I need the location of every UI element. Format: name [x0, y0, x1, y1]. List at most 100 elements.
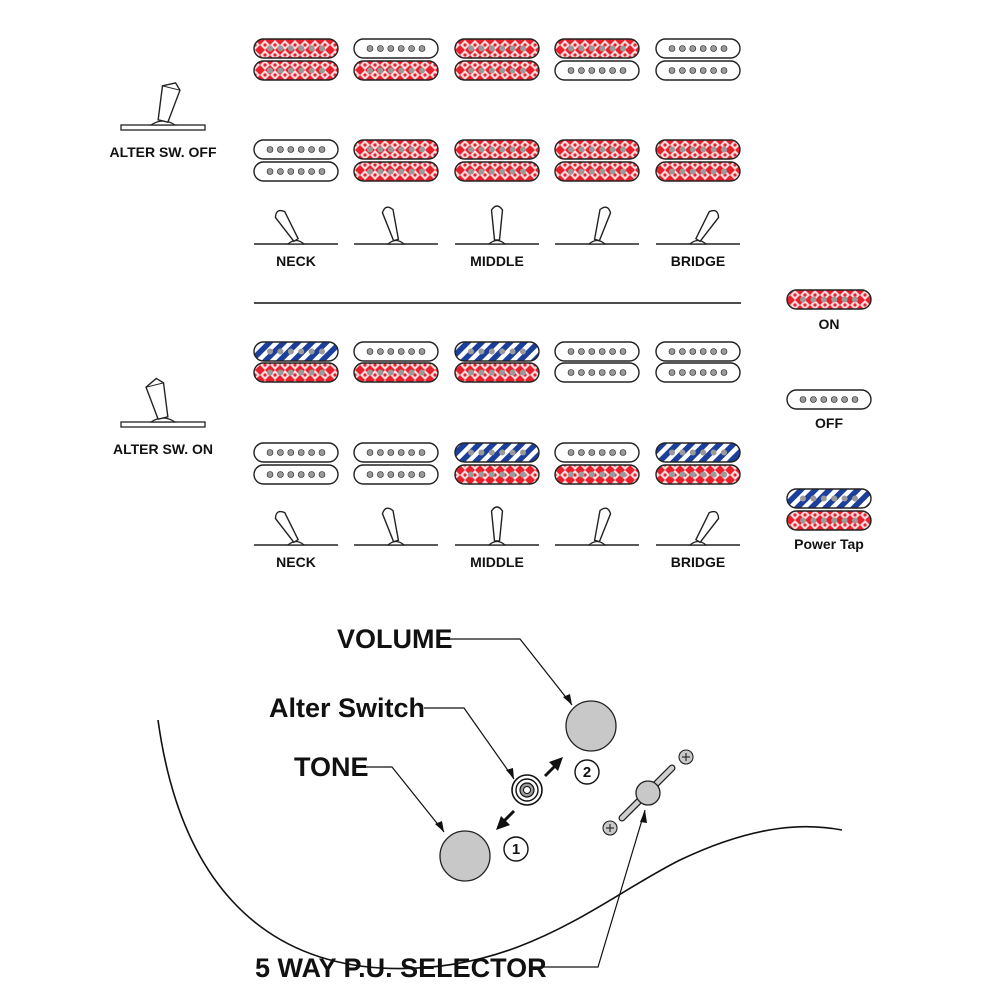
top-pickup-coil-upper	[253, 38, 339, 59]
bottom-pickup-coil-lower	[253, 161, 339, 182]
switch-position-4	[554, 38, 640, 245]
top-pickup-coil-upper	[353, 341, 439, 362]
bottom-pickup-coil-lower	[253, 464, 339, 485]
bottom-pickup-coil-lower	[353, 464, 439, 485]
top-pickup-coil-upper	[655, 341, 741, 362]
pickup-selector[interactable]	[618, 764, 676, 822]
tone-label: TONE	[294, 752, 369, 782]
alter-switch-leader-line	[424, 707, 515, 780]
alter-switch-label: Alter Switch	[269, 693, 425, 723]
alter-switch[interactable]	[511, 774, 543, 806]
step-1-number: 1	[512, 841, 520, 858]
selector-position-icon	[354, 206, 438, 245]
switch-position-1	[253, 38, 339, 245]
switch-position-2	[353, 38, 439, 245]
selector-position-icon	[656, 510, 740, 546]
tone-knob[interactable]	[439, 830, 491, 882]
arrow-step-2-icon	[543, 757, 563, 778]
bottom-pickup-coil-lower	[554, 464, 640, 485]
legend-off-label: OFF	[815, 415, 843, 431]
bottom-pickup-coil-lower	[554, 161, 640, 182]
selector-position-icon	[555, 507, 639, 546]
volume-leader-line	[444, 638, 573, 706]
legend-on-swatch	[786, 289, 872, 310]
alter-off-label: ALTER SW. OFF	[109, 144, 217, 160]
volume-knob[interactable]	[565, 700, 617, 752]
selector-leader-line	[529, 809, 646, 968]
arrow-step-1-icon	[496, 809, 516, 830]
volume-leader-arrow	[563, 694, 572, 705]
caption-middle-bottom: MIDDLE	[470, 554, 524, 570]
screw-icon	[602, 820, 618, 836]
selector-position-icon	[555, 206, 639, 245]
top-pickup-coil-lower	[554, 362, 640, 383]
top-pickup-coil-lower	[253, 60, 339, 81]
top-pickup-coil-lower	[353, 362, 439, 383]
bottom-pickup-coil-lower	[655, 464, 741, 485]
top-pickup-coil-upper	[353, 38, 439, 59]
bottom-pickup-coil-upper	[353, 442, 439, 463]
top-pickup-coil-lower	[655, 362, 741, 383]
switch-position-1	[253, 341, 339, 546]
top-pickup-coil-lower	[454, 60, 540, 81]
tone-leader-line	[362, 766, 445, 833]
selector-position-icon	[656, 209, 740, 245]
bottom-pickup-coil-upper	[253, 442, 339, 463]
alter-switch-on-icon	[120, 377, 206, 428]
step-1-badge	[503, 836, 529, 862]
selector-position-icon	[254, 209, 338, 245]
top-pickup-coil-upper	[454, 341, 540, 362]
step-2-badge	[574, 759, 600, 785]
top-pickup-coil-upper	[454, 38, 540, 59]
caption-neck-top: NECK	[276, 253, 316, 269]
bottom-pickup-coil-lower	[454, 161, 540, 182]
caption-middle-top: MIDDLE	[470, 253, 524, 269]
switch-position-5	[655, 341, 741, 546]
selector-leader-arrow	[640, 810, 647, 823]
legend-tap-swatch-upper	[786, 488, 872, 509]
bottom-pickup-coil-lower	[353, 161, 439, 182]
selector-label: 5 WAY P.U. SELECTOR	[255, 953, 547, 983]
legend-power-tap-label: Power Tap	[794, 536, 864, 552]
volume-label: VOLUME	[337, 624, 453, 654]
top-pickup-coil-lower	[353, 60, 439, 81]
legend-on-label: ON	[819, 316, 840, 332]
caption-neck-bottom: NECK	[276, 554, 316, 570]
switch-position-3	[454, 341, 540, 546]
alter-switch-off-icon	[120, 82, 206, 131]
bottom-pickup-coil-lower	[454, 464, 540, 485]
guitar-body-outline	[157, 719, 843, 970]
step-2-number: 2	[583, 764, 591, 781]
legend	[786, 289, 872, 531]
bottom-pickup-coil-upper	[454, 442, 540, 463]
position-captions: NECK MIDDLE BRIDGE NECK MIDDLE BRIDGE	[276, 253, 725, 570]
top-pickup-coil-upper	[554, 38, 640, 59]
switch-position-5	[655, 38, 741, 245]
legend-off-swatch	[786, 389, 872, 410]
controls-diagram: VOLUME Alter Switch 2 1 TONE	[157, 624, 843, 983]
tone-leader-arrow	[435, 821, 444, 832]
caption-bridge-bottom: BRIDGE	[671, 554, 725, 570]
selector-position-icon	[254, 510, 338, 546]
switch-position-3	[454, 38, 540, 245]
selector-position-icon	[354, 507, 438, 546]
bottom-pickup-coil-upper	[655, 442, 741, 463]
selector-position-icon	[455, 506, 539, 546]
bottom-pickup-coil-upper	[554, 139, 640, 160]
switch-position-4	[554, 341, 640, 546]
top-pickup-coil-upper	[554, 341, 640, 362]
top-pickup-coil-lower	[655, 60, 741, 81]
bottom-pickup-coil-upper	[353, 139, 439, 160]
selector-position-icon	[455, 205, 539, 245]
bottom-pickup-coil-upper	[454, 139, 540, 160]
legend-tap-swatch-lower	[786, 510, 872, 531]
alter-on-section	[253, 341, 741, 546]
top-pickup-coil-lower	[554, 60, 640, 81]
top-pickup-coil-lower	[454, 362, 540, 383]
switch-position-2	[353, 341, 439, 546]
caption-bridge-top: BRIDGE	[671, 253, 725, 269]
bottom-pickup-coil-upper	[253, 139, 339, 160]
alter-switch-leader-arrow	[506, 768, 514, 779]
top-pickup-coil-lower	[253, 362, 339, 383]
